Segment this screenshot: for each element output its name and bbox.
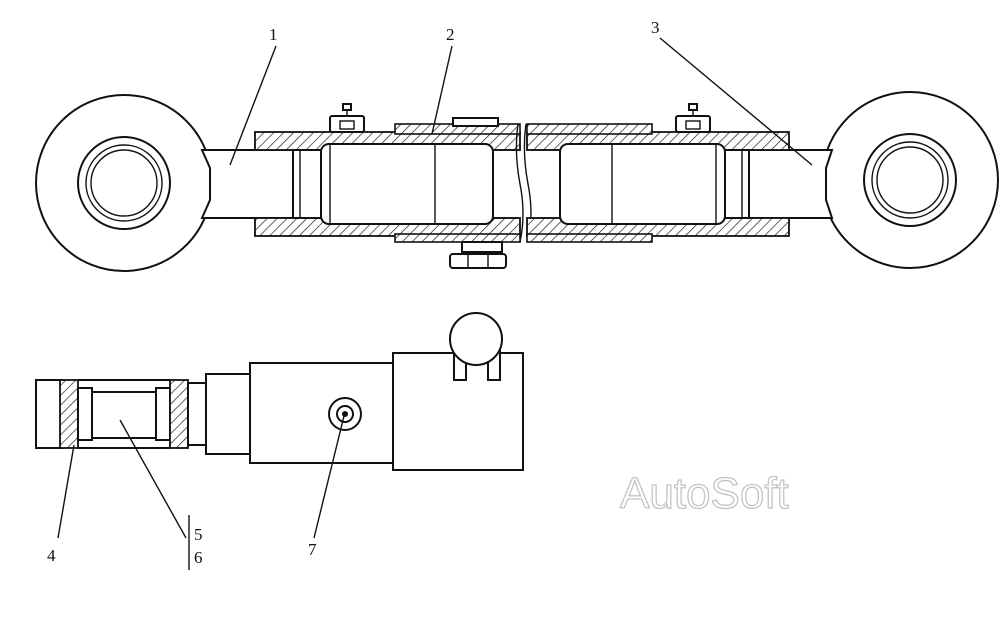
callout-3: 3 <box>651 18 660 37</box>
rod-neck <box>187 382 207 446</box>
rod-shank <box>205 373 253 455</box>
left-rod-end <box>200 149 301 219</box>
left-eye-joint <box>35 94 213 272</box>
right-grease-fitting <box>675 103 711 133</box>
leader-1 <box>229 45 277 166</box>
inner-bushing <box>91 391 157 439</box>
callout-5: 5 <box>194 525 203 544</box>
main-body <box>249 362 396 464</box>
grease-nipple <box>328 397 362 431</box>
leader-2 <box>431 45 453 135</box>
left-grease-fitting <box>329 103 365 133</box>
clamp-bolt-top <box>449 312 503 381</box>
bottom-detail-view <box>35 312 524 570</box>
watermark: AutoSoft <box>620 469 789 518</box>
tip-block <box>35 379 63 449</box>
leader-3 <box>659 37 813 166</box>
leader-7 <box>313 415 345 539</box>
right-rod-end <box>741 149 834 219</box>
top-assembly <box>35 37 999 272</box>
leader-4 <box>57 444 75 539</box>
leader-5-6 <box>119 419 187 539</box>
clamp-bolt <box>449 241 507 269</box>
right-eye-joint <box>821 91 999 269</box>
callout-6: 6 <box>194 548 203 567</box>
callout-2: 2 <box>446 25 455 44</box>
callout-4: 4 <box>47 546 56 565</box>
left-inner-sleeve <box>292 143 518 225</box>
callout-1: 1 <box>269 25 278 44</box>
bushing-right-wall <box>155 379 189 449</box>
bushing-left-wall <box>59 379 93 449</box>
callout-7: 7 <box>308 540 317 559</box>
right-inner-sleeve <box>530 143 750 225</box>
